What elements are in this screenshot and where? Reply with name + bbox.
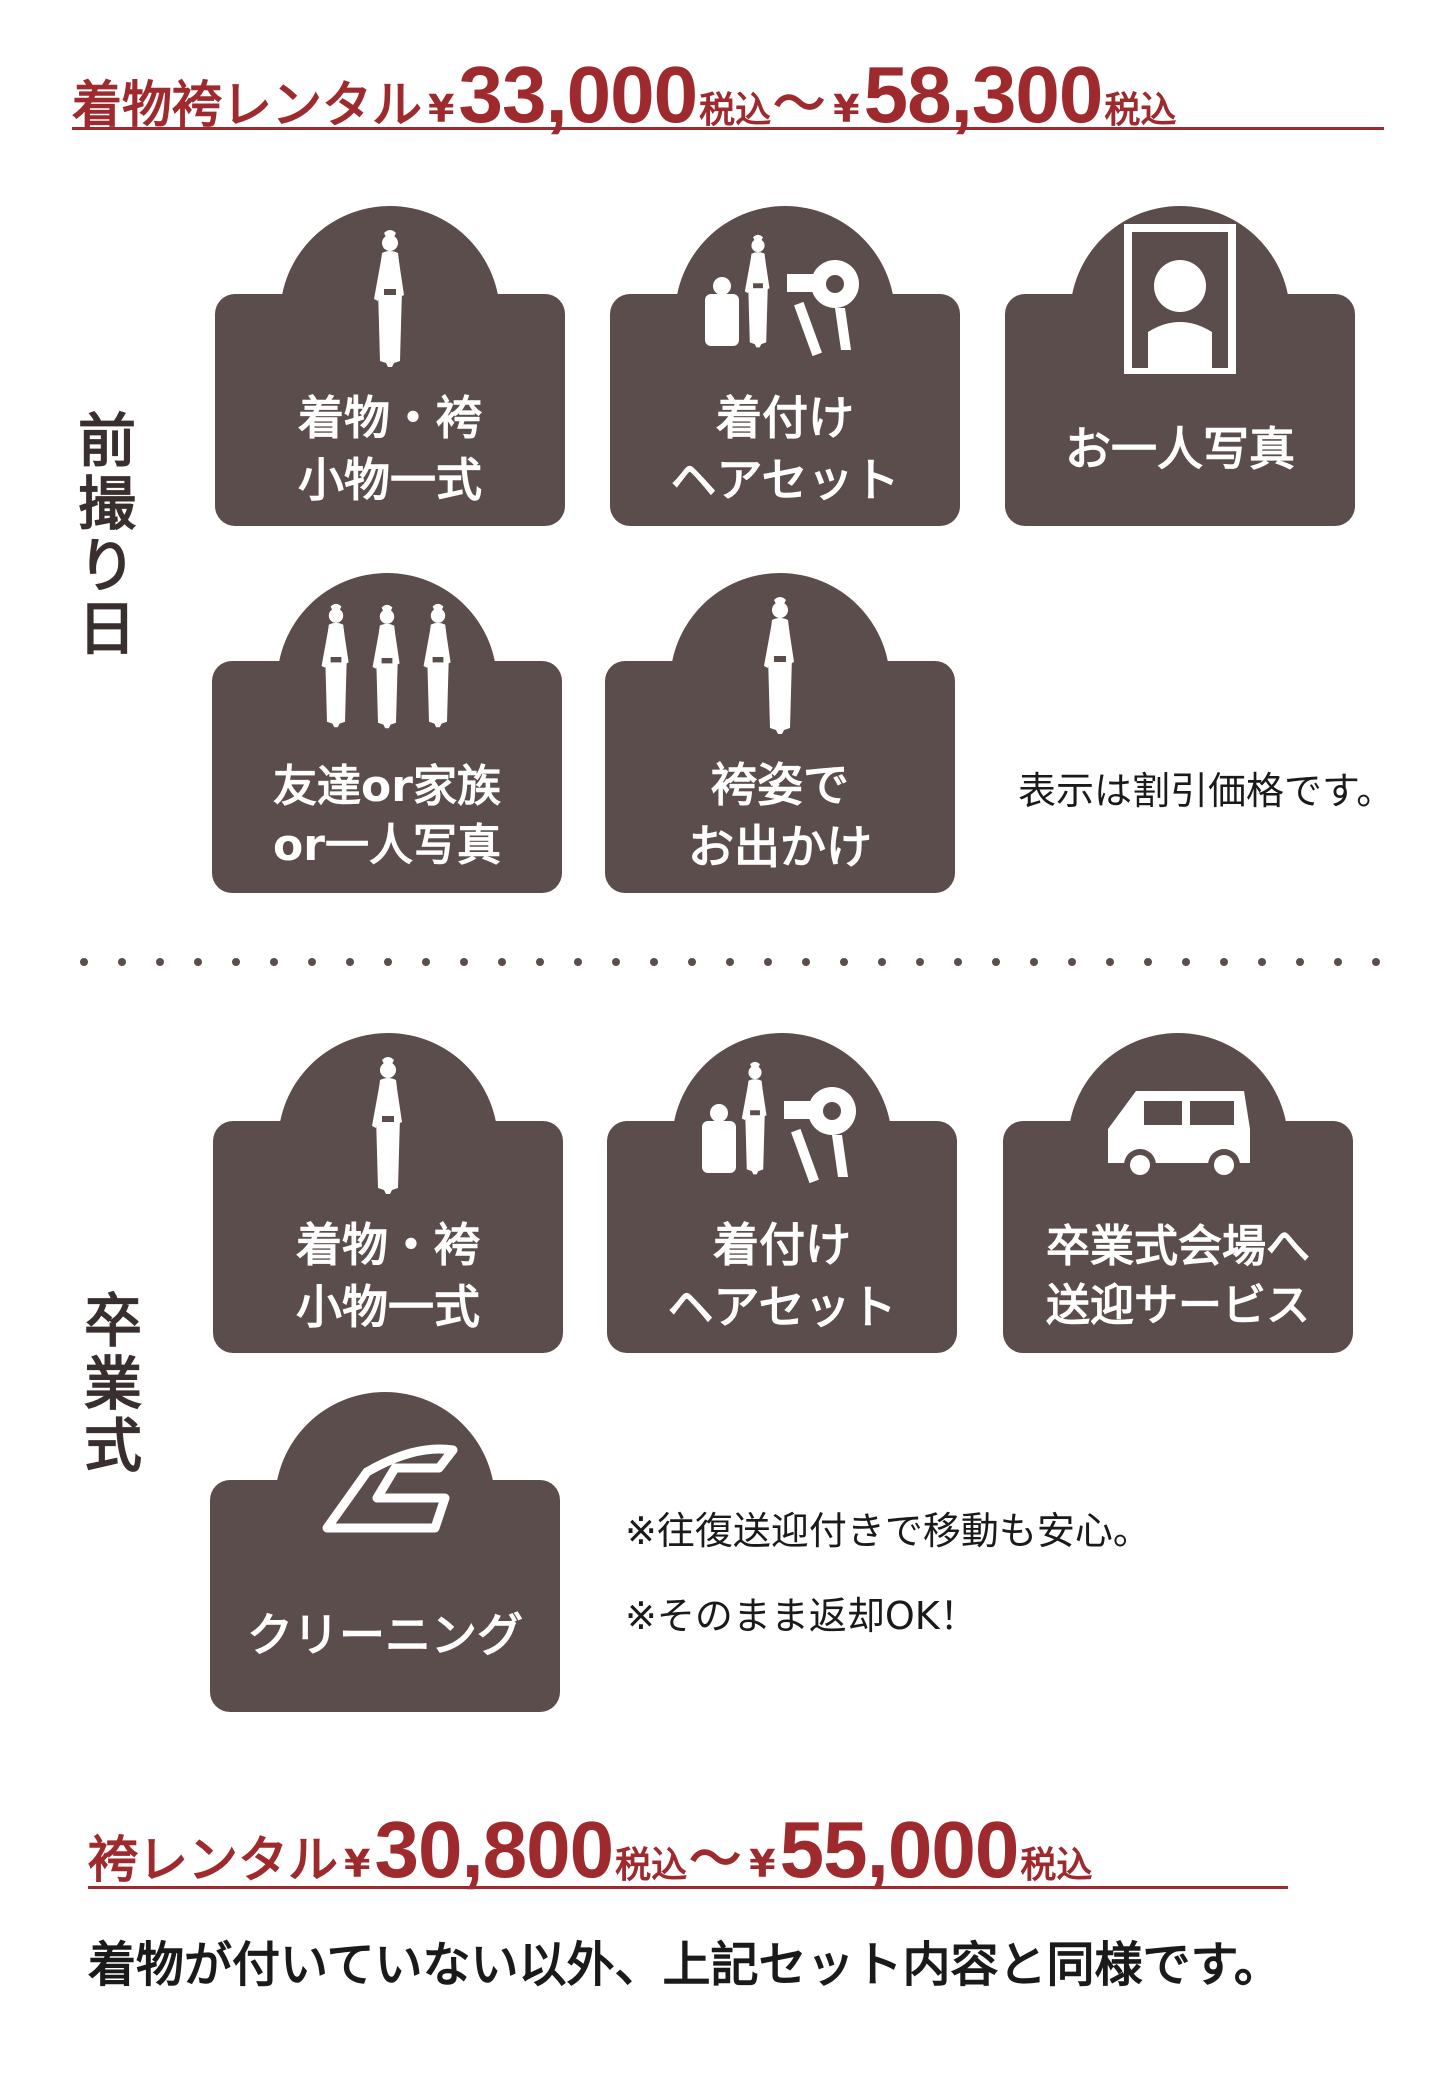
service-kimono-hakama-grad: 着物・袴 小物一式	[213, 1033, 563, 1353]
return-note: ※そのまま返却OK！	[625, 1594, 978, 1638]
section-divider	[80, 958, 1380, 968]
service-solo-photo: お一人写真	[1005, 206, 1355, 526]
bottom-price-label: 袴レンタル	[88, 1831, 338, 1889]
top-price-tax-2: 税込	[1104, 90, 1177, 131]
service-dressing-hair: 着付け ヘアセット	[610, 206, 960, 526]
bottom-price-to: 55,000	[779, 1805, 1020, 1894]
service-shuttle: 卒業式会場へ 送迎サービス	[1003, 1033, 1353, 1353]
section-label-sotsugyo: 卒 業 式	[83, 1287, 142, 1481]
section-label-maedori: 前 撮 り 日	[77, 407, 136, 663]
kimono-woman-icon	[288, 1051, 488, 1201]
top-price-yen-2: ¥	[833, 87, 860, 131]
iron-icon	[285, 1410, 485, 1560]
bottom-price-tax-2: 税込	[1020, 1845, 1093, 1886]
service-cleaning: クリーニング	[210, 1392, 560, 1712]
bottom-price-underline	[88, 1886, 1288, 1889]
dressing-hairdryer-icon	[685, 224, 885, 374]
bottom-price-tax: 税込	[615, 1845, 688, 1886]
bottom-price-from: 30,800	[374, 1805, 614, 1894]
group-of-three-icon	[287, 591, 487, 741]
top-price-label: 着物袴レンタル	[72, 76, 422, 134]
bottom-price-yen: ¥	[344, 1842, 371, 1886]
service-dressing-hair-grad: 着付け ヘアセット	[607, 1033, 957, 1353]
portrait-photo-icon	[1080, 224, 1280, 376]
bottom-price-tilde: 〜	[689, 1830, 742, 1890]
top-price-tax: 税込	[699, 90, 772, 131]
top-price-yen: ¥	[428, 87, 455, 131]
kimono-woman-outing-icon	[680, 591, 880, 741]
service-outing: 袴姿で お出かけ	[605, 573, 955, 893]
bottom-price: 袴レンタル ¥ 30,800 税込 〜 ¥ 55,000 税込	[88, 1810, 1092, 1890]
dressing-hairdryer-icon	[682, 1051, 882, 1201]
service-kimono-hakama: 着物・袴 小物一式	[215, 206, 565, 526]
shuttle-note: ※往復送迎付きで移動も安心。	[625, 1509, 1151, 1553]
top-price: 着物袴レンタル ¥ 33,000 税込 〜 ¥ 58,300 税込	[72, 55, 1176, 135]
discount-note: 表示は割引価格です。	[1018, 769, 1395, 813]
bottom-price-yen-2: ¥	[749, 1842, 776, 1886]
top-price-underline	[72, 127, 1384, 130]
top-price-tilde: 〜	[773, 75, 826, 135]
top-price-to: 58,300	[863, 50, 1104, 139]
car-icon	[1078, 1051, 1278, 1201]
footer-note: 着物が付いていない以外、上記セット内容と同様です。	[88, 1937, 1282, 1993]
service-group-photo: 友達or家族 or一人写真	[212, 573, 562, 893]
top-price-from: 33,000	[458, 50, 698, 139]
kimono-woman-icon	[290, 224, 490, 374]
